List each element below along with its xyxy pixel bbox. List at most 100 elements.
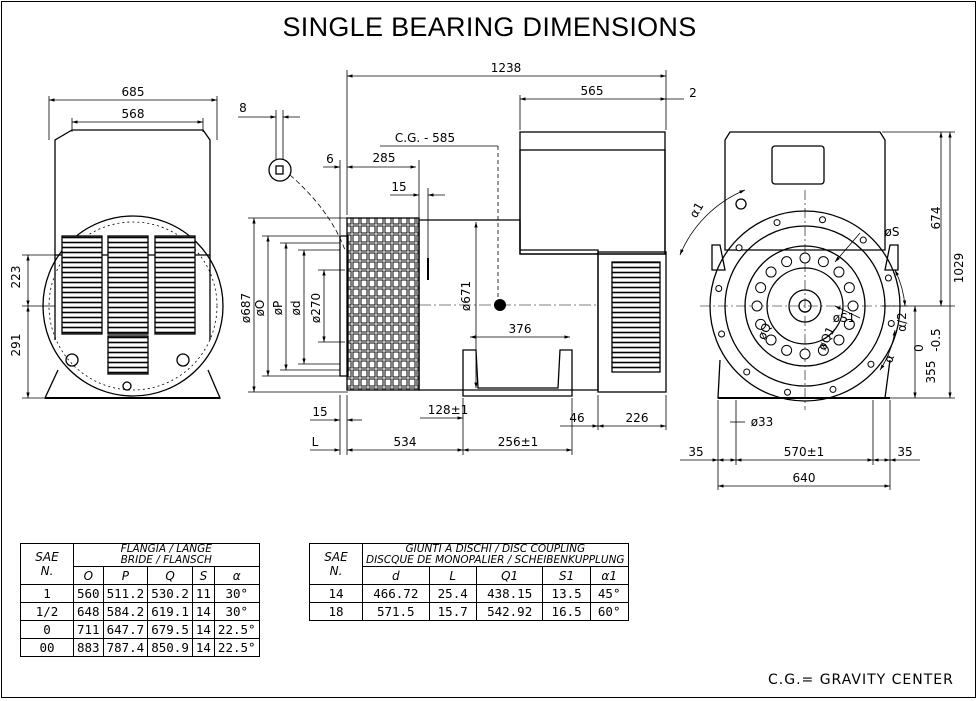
- dim-tol-neg: -0.5: [929, 328, 943, 351]
- table2-sae: 18: [309, 602, 363, 621]
- table2-col-d: d: [362, 566, 430, 585]
- table-row: 18 571.5 15.7 542.92 16.5 60°: [309, 602, 629, 621]
- dim-cg: C.G. - 585: [395, 131, 455, 145]
- bolt-hole: [781, 256, 793, 268]
- table2-cell: 13.5: [542, 584, 591, 603]
- table1-cell: 14: [191, 602, 215, 621]
- dim-15-top: 15: [391, 180, 406, 194]
- table1-cell: 679.5: [147, 620, 193, 639]
- flange-hole: [735, 244, 743, 252]
- table2-cell: 16.5: [542, 602, 591, 621]
- dim-1029: 1029: [952, 253, 966, 284]
- bolt-hole: [765, 334, 777, 346]
- table2-cell: 542.92: [475, 602, 544, 621]
- dim-570: 570±1: [784, 445, 825, 459]
- dim-1238: 1238: [491, 61, 522, 75]
- table1-cell: 850.9: [147, 638, 193, 657]
- table1-col-alpha: α: [213, 566, 260, 585]
- dim-291: 291: [9, 334, 23, 357]
- table-row: 1 560 511.2 530.2 11 30°: [20, 584, 260, 603]
- dim-674: 674: [929, 207, 943, 230]
- table1-cell: 619.1: [147, 602, 193, 621]
- front-view: [42, 129, 224, 399]
- table2-col-alpha1: α1: [589, 566, 629, 585]
- table2-cell: 438.15: [475, 584, 544, 603]
- table1-cell: 22.5°: [213, 620, 260, 639]
- table2-cell: 571.5: [362, 602, 430, 621]
- dim-dP: øP: [271, 301, 285, 316]
- dim-15-bottom: 15: [312, 405, 327, 419]
- dim-2: 2: [689, 86, 697, 100]
- table-row: 1/2 648 584.2 619.1 14 30°: [20, 602, 260, 621]
- label-S: øS: [885, 225, 900, 239]
- rear-dimensions: [680, 131, 955, 490]
- table1-cell: 648: [73, 602, 104, 621]
- table-row: 14 466.72 25.4 438.15 13.5 45°: [309, 584, 629, 603]
- dim-226: 226: [626, 411, 649, 425]
- flange-hole: [715, 285, 723, 293]
- table-row: 00 883 787.4 850.9 14 22.5°: [20, 638, 260, 657]
- dim-35-left: 35: [688, 445, 703, 459]
- label-alpha-half: α/2: [895, 312, 909, 332]
- bolt-hole: [847, 300, 859, 312]
- page-title: SINGLE BEARING DIMENSIONS: [282, 12, 697, 42]
- dim-640: 640: [793, 471, 816, 485]
- bolt-hole: [799, 252, 811, 264]
- label-alpha: α: [881, 352, 897, 364]
- table1-cell: 30°: [213, 584, 260, 603]
- bolt-hole: [833, 334, 845, 346]
- bolt-hole: [817, 344, 829, 356]
- front-dimensions: [22, 96, 218, 399]
- flange-hole: [818, 216, 826, 224]
- bolt-hole: [833, 266, 845, 278]
- dim-d270: ø270: [309, 293, 323, 323]
- dim-565: 565: [581, 84, 604, 98]
- bolt-hole: [781, 344, 793, 356]
- dim-568: 568: [122, 107, 145, 121]
- table2-sae: 14: [309, 584, 363, 603]
- dim-223: 223: [9, 266, 23, 289]
- dim-tol-0: 0: [912, 344, 926, 352]
- table2-col-L: L: [428, 566, 477, 585]
- dim-d671: ø671: [459, 281, 473, 311]
- flange-hole: [718, 330, 726, 338]
- table1-col-P: P: [102, 566, 149, 585]
- table1-col-Q: Q: [147, 566, 193, 585]
- flange-hole: [859, 236, 867, 244]
- table1-cell: 530.2: [147, 584, 193, 603]
- table1-cell: 14: [191, 638, 215, 657]
- flange-hole: [784, 388, 792, 396]
- dim-685: 685: [122, 85, 145, 99]
- side-view: [268, 131, 667, 397]
- bolt-hole: [799, 348, 811, 360]
- bolt-hole: [755, 282, 767, 294]
- dim-d33: ø33: [751, 415, 774, 429]
- footer-note: C.G.= GRAVITY CENTER: [768, 672, 954, 688]
- dim-46: 46: [569, 411, 584, 425]
- bolt-hole: [765, 266, 777, 278]
- table2-cell: 45°: [589, 584, 629, 603]
- bolt-hole: [755, 318, 767, 330]
- rear-view: [679, 131, 910, 410]
- table1-cell: 584.2: [102, 602, 149, 621]
- table1-sae: 0: [20, 620, 74, 639]
- dim-376: 376: [509, 322, 532, 336]
- flange-hole: [773, 219, 781, 227]
- table1-cell: 647.7: [102, 620, 149, 639]
- table1-cell: 560: [73, 584, 104, 603]
- table1-sae: 1/2: [20, 602, 74, 621]
- table1-sae: 00: [20, 638, 74, 657]
- bolt-hole: [843, 318, 855, 330]
- dim-256: 256±1: [498, 435, 539, 449]
- table1-sae: 1: [20, 584, 74, 603]
- table1-cell: 883: [73, 638, 104, 657]
- bolt-hole: [817, 256, 829, 268]
- label-alpha1: α1: [687, 200, 707, 220]
- dim-355: 355: [924, 361, 938, 384]
- table1-cell: 22.5°: [213, 638, 260, 657]
- flange-hole: [867, 360, 875, 368]
